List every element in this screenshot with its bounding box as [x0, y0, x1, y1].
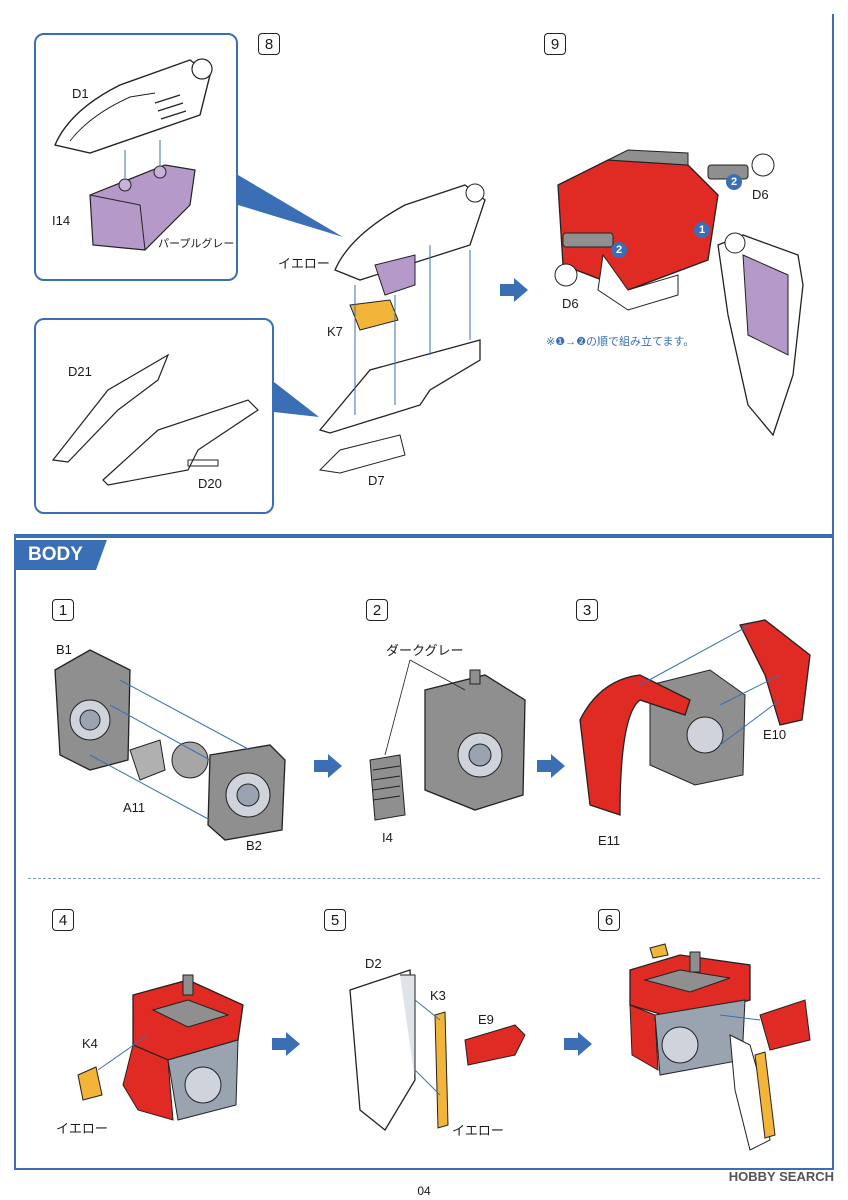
body-section-frame [14, 536, 834, 1170]
right-arrow-icon [537, 754, 565, 778]
step-number-3: 3 [576, 599, 598, 621]
label-a11: A11 [123, 800, 146, 815]
label-d6-left: D6 [562, 296, 579, 311]
right-arrow-icon [564, 1032, 592, 1056]
step-number-9: 9 [544, 33, 566, 55]
label-i14: I14 [52, 213, 71, 228]
label-e10: E10 [763, 727, 787, 742]
right-arrow-icon [314, 754, 342, 778]
right-arrow-icon [272, 1032, 300, 1056]
label-d7: D7 [368, 473, 385, 488]
watermark: HOBBY SEARCH [728, 1169, 834, 1184]
circled-number-icon-2b: 2 [611, 242, 627, 258]
step-number-8: 8 [258, 33, 280, 55]
step1-assembly-illustration [54, 649, 286, 841]
step-number-4: 4 [52, 909, 74, 931]
label-b2: B2 [246, 838, 262, 853]
top-steps-frame [14, 14, 834, 536]
step8-assembly-illustration [318, 183, 486, 474]
step9-assembly-illustration [554, 149, 804, 437]
label-d20: D20 [198, 476, 222, 491]
label-e9: E9 [478, 1012, 494, 1027]
label-k3: K3 [430, 988, 446, 1003]
step-number-1: 1 [52, 599, 74, 621]
section-title-body: BODY [16, 540, 107, 570]
step6-assembly-illustration [629, 943, 811, 1151]
right-arrow-icon [500, 278, 528, 302]
part-d1-illustration [54, 58, 213, 154]
step-number-6: 6 [598, 909, 620, 931]
assembly-order-note: ※❶→❷の順で組み立てます。 [546, 336, 695, 348]
part-i14-illustration [89, 140, 196, 251]
label-i4: I4 [382, 830, 393, 845]
step-number-2: 2 [366, 599, 388, 621]
circled-number-icon-1: 1 [694, 222, 710, 238]
step2-assembly-illustration [369, 659, 526, 821]
label-k7: K7 [327, 324, 343, 339]
label-d6-right: D6 [752, 187, 769, 202]
part-d21-d20-illustration [51, 353, 259, 486]
step-number-5: 5 [324, 909, 346, 931]
page-number: 04 [417, 1184, 431, 1198]
inset-pointer-top [238, 175, 343, 237]
inset-pointer-bottom [274, 382, 319, 417]
label-d21: D21 [68, 364, 92, 379]
label-b1: B1 [56, 642, 72, 657]
label-yellow-k3: イエロー [452, 1123, 504, 1138]
label-d2: D2 [365, 956, 382, 971]
step5-assembly-illustration [349, 969, 526, 1131]
step-divider [28, 878, 820, 879]
step3-assembly-illustration [579, 619, 811, 816]
label-k4: K4 [82, 1036, 98, 1051]
label-d1: D1 [72, 86, 89, 101]
label-yellow-k4: イエロー [56, 1121, 108, 1136]
label-dark-grey: ダークグレー [386, 643, 464, 658]
step4-assembly-illustration [77, 974, 244, 1121]
label-yellow-k7: イエロー [278, 256, 330, 271]
circled-number-icon-2a: 2 [726, 174, 742, 190]
label-e11: E11 [598, 833, 621, 848]
label-purple-grey: パープルグレー [158, 238, 235, 250]
